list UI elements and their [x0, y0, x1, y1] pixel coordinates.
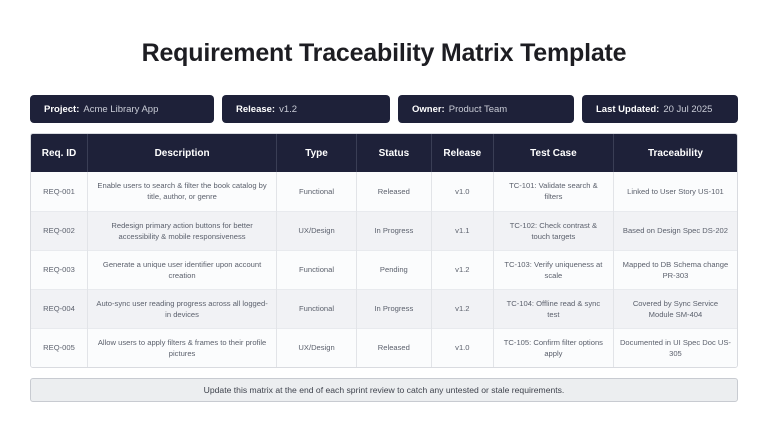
info-label-release: Release:: [236, 103, 276, 115]
cell-release: v1.2: [431, 249, 494, 289]
cell-traceability: Mapped to DB Schema change PR-303: [613, 249, 737, 289]
info-label-owner: Owner:: [412, 103, 445, 115]
table-header: Req. ID Description Type Status Release …: [31, 134, 737, 172]
cell-test-case: TC-102: Check contrast & touch targets: [493, 210, 614, 250]
cell-type: Functional: [276, 172, 357, 211]
column-header-type: Type: [276, 134, 357, 172]
cell-req-id: REQ-003: [31, 249, 88, 289]
info-chip-last-updated: Last Updated: 20 Jul 2025: [582, 95, 738, 123]
cell-test-case: TC-103: Verify uniqueness at scale: [493, 249, 614, 289]
cell-traceability: Based on Design Spec DS-202: [613, 210, 737, 250]
cell-type: Functional: [276, 288, 357, 328]
footer-note: Update this matrix at the end of each sp…: [30, 378, 738, 402]
info-label-project: Project:: [44, 103, 80, 115]
column-header-description: Description: [87, 134, 278, 172]
cell-status: In Progress: [356, 288, 432, 328]
cell-description: Allow users to apply filters & frames to…: [87, 327, 278, 367]
column-header-test-case: Test Case: [493, 134, 614, 172]
cell-release: v1.0: [431, 172, 494, 211]
info-label-last-updated: Last Updated:: [596, 103, 660, 115]
cell-description: Redesign primary action buttons for bett…: [87, 210, 278, 250]
cell-test-case: TC-101: Validate search & filters: [493, 172, 614, 211]
info-bar: Project: Acme Library App Release: v1.2 …: [30, 95, 738, 123]
cell-type: UX/Design: [276, 327, 357, 367]
column-header-req-id: Req. ID: [31, 134, 88, 172]
info-value-release: v1.2: [279, 103, 298, 115]
info-value-project: Acme Library App: [83, 103, 159, 115]
cell-traceability: Documented in UI Spec Doc US-305: [613, 327, 737, 367]
cell-type: UX/Design: [276, 210, 357, 250]
cell-traceability: Covered by Sync Service Module SM-404: [613, 288, 737, 328]
cell-test-case: TC-104: Offline read & sync test: [493, 288, 614, 328]
table-row: REQ-003 Generate a unique user identifie…: [31, 249, 737, 289]
cell-status: Pending: [356, 249, 432, 289]
table-header-row: Req. ID Description Type Status Release …: [31, 134, 737, 172]
cell-test-case: TC-105: Confirm filter options apply: [493, 327, 614, 367]
column-header-release: Release: [431, 134, 494, 172]
table-row: REQ-004 Auto-sync user reading progress …: [31, 288, 737, 328]
cell-status: Released: [356, 327, 432, 367]
traceability-matrix-table: Req. ID Description Type Status Release …: [31, 134, 737, 367]
cell-description: Generate a unique user identifier upon a…: [87, 249, 278, 289]
traceability-table-container: Req. ID Description Type Status Release …: [30, 133, 738, 368]
info-value-owner: Product Team: [448, 103, 508, 115]
table-row: REQ-005 Allow users to apply filters & f…: [31, 327, 737, 367]
column-header-traceability: Traceability: [613, 134, 737, 172]
info-chip-owner: Owner: Product Team: [398, 95, 574, 123]
column-header-status: Status: [356, 134, 432, 172]
page-title: Requirement Traceability Matrix Template: [141, 39, 627, 67]
cell-req-id: REQ-001: [31, 172, 88, 211]
info-chip-project: Project: Acme Library App: [30, 95, 214, 123]
cell-req-id: REQ-002: [31, 210, 88, 250]
table-row: REQ-002 Redesign primary action buttons …: [31, 210, 737, 250]
cell-release: v1.0: [431, 327, 494, 367]
cell-req-id: REQ-005: [31, 327, 88, 367]
cell-description: Enable users to search & filter the book…: [87, 172, 278, 211]
cell-release: v1.1: [431, 210, 494, 250]
cell-req-id: REQ-004: [31, 288, 88, 328]
table-body: REQ-001 Enable users to search & filter …: [31, 172, 737, 367]
info-value-last-updated: 20 Jul 2025: [663, 103, 713, 115]
cell-status: In Progress: [356, 210, 432, 250]
cell-traceability: Linked to User Story US-101: [627, 186, 724, 196]
info-chip-release: Release: v1.2: [222, 95, 390, 123]
table-row: REQ-001 Enable users to search & filter …: [31, 172, 737, 211]
cell-description: Auto-sync user reading progress across a…: [87, 288, 278, 328]
cell-status: Released: [356, 172, 432, 211]
cell-type: Functional: [276, 249, 357, 289]
cell-release: v1.2: [431, 288, 494, 328]
